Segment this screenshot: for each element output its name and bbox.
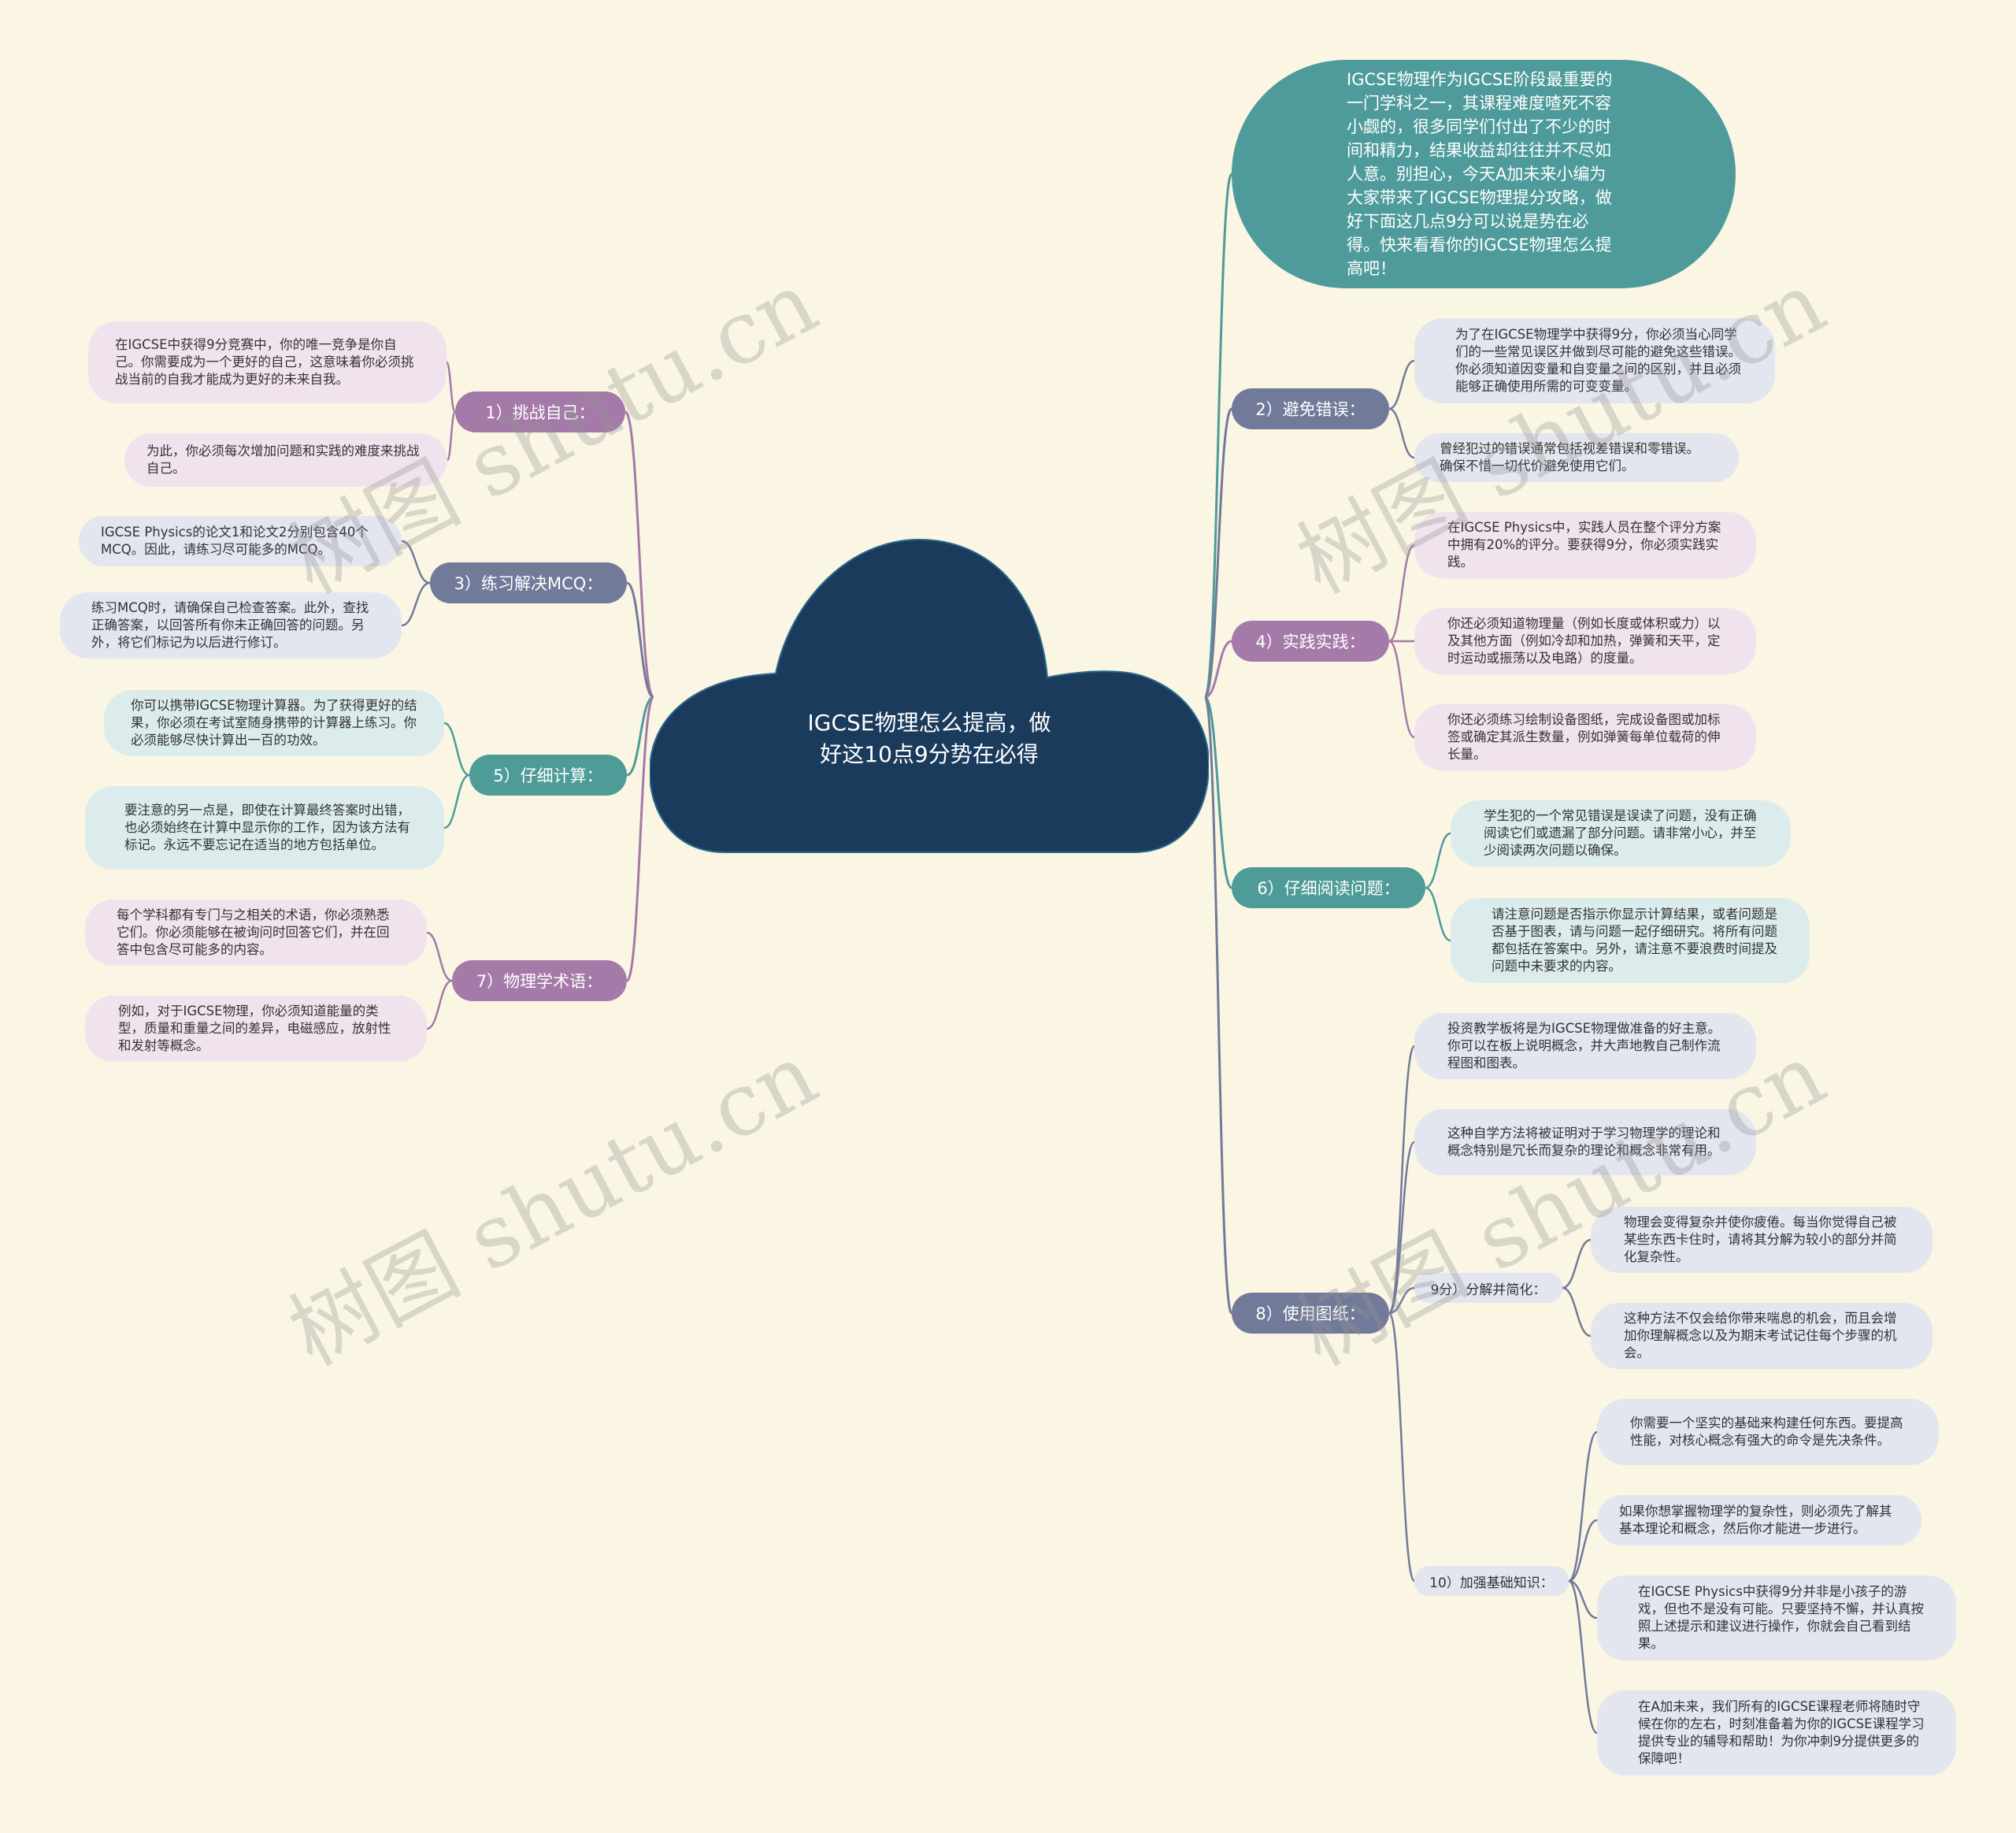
- branch-label: 7）物理学术语：: [476, 972, 603, 991]
- sub-break-down-simplify[interactable]: 9分）分解并简化：: [1414, 1273, 1562, 1303]
- connector-line: [624, 410, 655, 699]
- leaf-basics-2[interactable]: 如果你想掌握物理学的复杂性，则必须先了解其基本理论和概念，然后你才能进一步进行。: [1597, 1495, 1922, 1545]
- connector-line: [426, 979, 453, 1030]
- connector-line: [446, 410, 457, 462]
- connector-line: [1203, 407, 1233, 699]
- leaf-terms-1[interactable]: 每个学科都有专门与之相关的术语，你必须熟悉它们。你必须能够在被询问时回答它们，并…: [85, 900, 427, 966]
- connector-line: [1203, 696, 1233, 889]
- connector-line: [1562, 1238, 1592, 1289]
- connector-line: [1425, 886, 1451, 942]
- connector-line: [1203, 173, 1233, 699]
- sub-strengthen-basics[interactable]: 10）加强基础知识：: [1414, 1566, 1569, 1596]
- connector-line: [426, 931, 453, 982]
- branch-label: 4）实践实践：: [1255, 633, 1366, 651]
- leaf-mcq-2[interactable]: 练习MCQ时，请确保自己检查答案。此外，查找正确答案，以回答所有你未正确回答的问…: [60, 592, 402, 659]
- connector-line: [1388, 407, 1415, 459]
- central-title-line2: 好这10点9分势在必得: [820, 741, 1039, 767]
- connector-line: [1388, 640, 1415, 739]
- branch-label: 6）仔细阅读问题：: [1257, 879, 1400, 898]
- branch-label: 3）练习解决MCQ：: [454, 574, 603, 593]
- leaf-drawings-2[interactable]: 这种自学方法将被证明对于学习物理学的理论和概念特别是冗长而复杂的理论和概念非常有…: [1414, 1109, 1756, 1175]
- connector-line: [626, 696, 654, 777]
- connector-line: [1388, 1312, 1416, 1583]
- branch-label: 8）使用图纸：: [1255, 1304, 1366, 1323]
- connector-line: [625, 696, 655, 982]
- leaf-mistakes-2[interactable]: 曾经犯过的错误通常包括视差错误和零错误。确保不惜一切代价避免使用它们。: [1414, 433, 1739, 482]
- leaf-drawings-1[interactable]: 投资教学板将是为IGCSE物理做准备的好主意。你可以在板上说明概念，并大声地教自…: [1414, 1013, 1756, 1079]
- connector-line: [443, 774, 470, 829]
- leaf-mcq-1[interactable]: IGCSE Physics的论文1和论文2分别包含40个MCQ。因此，请练习尽可…: [79, 516, 402, 566]
- leaf-terms-2[interactable]: 例如，对于IGCSE物理，你必须知道能量的类型，质量和重量之间的差异，电磁感应，…: [85, 996, 427, 1062]
- connector-line: [1204, 640, 1232, 699]
- leaf-read-2[interactable]: 请注意问题是否指示你显示计算结果，或者问题是否基于图表，请与问题一起仔细研究。将…: [1451, 898, 1810, 983]
- leaf-basics-3[interactable]: 在IGCSE Physics中获得9分并非是小孩子的游戏，但也不是没有可能。只要…: [1597, 1575, 1956, 1660]
- connector-line: [401, 540, 431, 584]
- connector-line: [1568, 1430, 1598, 1583]
- branch-practice-mcq[interactable]: 3）练习解决MCQ：: [430, 562, 627, 603]
- connector-line: [1568, 1519, 1598, 1583]
- connector-line: [1425, 832, 1451, 889]
- central-cloud: [650, 538, 1209, 853]
- leaf-basics-1[interactable]: 你需要一个坚实的基础来构建任何东西。要提高性能，对核心概念有强大的命令是先决条件…: [1597, 1399, 1939, 1465]
- leaf-basics-4[interactable]: 在A加未来，我们所有的IGCSE课程老师将随时守候在你的左右，时刻准备着为你的I…: [1597, 1690, 1956, 1775]
- branch-challenge-yourself[interactable]: 1）挑战自己：: [455, 391, 625, 432]
- branch-careful-calculation[interactable]: 5）仔细计算：: [469, 755, 627, 796]
- connector-line: [1388, 1286, 1415, 1315]
- branch-label: 2）避免错误：: [1255, 400, 1366, 419]
- connector-line: [1388, 1141, 1416, 1315]
- connector-line: [1388, 359, 1415, 410]
- branch-read-questions[interactable]: 6）仔细阅读问题：: [1232, 867, 1425, 908]
- branch-use-drawings[interactable]: 8）使用图纸：: [1232, 1293, 1389, 1334]
- connector-line: [626, 581, 654, 699]
- leaf-simplify-1[interactable]: 物理会变得复杂并使你疲倦。每当你觉得自己被某些东西卡住时，请将其分解为较小的部分…: [1591, 1207, 1933, 1273]
- leaf-challenge-1[interactable]: 在IGCSE中获得9分竞赛中，你的唯一竞争是你自己。你需要成为一个更好的自己，这…: [88, 321, 447, 403]
- connector-line: [443, 722, 470, 777]
- central-topic[interactable]: IGCSE物理怎么提高，做 好这10点9分势在必得: [776, 707, 1083, 770]
- branch-physics-terms[interactable]: 7）物理学术语：: [452, 960, 627, 1001]
- connector-line: [401, 581, 431, 627]
- intro-node[interactable]: IGCSE物理作为IGCSE阶段最重要的一门学科之一，其课程难度喳死不容小觑的，…: [1232, 60, 1736, 288]
- leaf-simplify-2[interactable]: 这种方法不仅会给你带来喘息的机会，而且会增加你理解概念以及为期末考试记住每个步骤…: [1591, 1303, 1933, 1369]
- central-title-line1: IGCSE物理怎么提高，做: [807, 710, 1051, 736]
- connector-line: [1562, 1286, 1592, 1338]
- leaf-practice-2[interactable]: 你还必须知道物理量（例如长度或体积或力）以及其他方面（例如冷却和加热，弹簧和天平…: [1414, 608, 1756, 674]
- leaf-read-1[interactable]: 学生犯的一个常见错误是误读了问题，没有正确阅读它们或遗漏了部分问题。请非常小心，…: [1451, 800, 1791, 866]
- branch-avoid-mistakes[interactable]: 2）避免错误：: [1232, 388, 1389, 429]
- leaf-practice-3[interactable]: 你还必须练习绘制设备图纸，完成设备图或加标签或确定其派生数量，例如弹簧每单位载荷…: [1414, 704, 1756, 770]
- leaf-practice-1[interactable]: 在IGCSE Physics中，实践人员在整个评分方案中拥有20%的评分。要获得…: [1414, 512, 1756, 578]
- connector-line: [1568, 1579, 1598, 1735]
- intro-text: IGCSE物理作为IGCSE阶段最重要的一门学科之一，其课程难度喳死不容小觑的，…: [1347, 70, 1613, 278]
- connector-line: [1568, 1579, 1598, 1620]
- branch-practice[interactable]: 4）实践实践：: [1232, 621, 1389, 662]
- connector-line: [1203, 696, 1233, 1315]
- connector-line: [1388, 544, 1415, 643]
- leaf-calc-2[interactable]: 要注意的另一点是，即使在计算最终答案时出错，也必须始终在计算中显示你的工作，因为…: [85, 786, 444, 870]
- leaf-calc-1[interactable]: 你可以携带IGCSE物理计算器。为了获得更好的结果，你必须在考试室随身携带的计算…: [104, 690, 444, 756]
- connector-line: [1388, 1045, 1416, 1315]
- connector-line: [445, 361, 457, 414]
- branch-label: 1）挑战自己：: [485, 403, 595, 422]
- branch-label: 5）仔细计算：: [493, 766, 603, 785]
- leaf-challenge-2[interactable]: 为此，你必须每次增加问题和实践的难度来挑战自己。: [124, 433, 447, 487]
- leaf-mistakes-1[interactable]: 为了在IGCSE物理学中获得9分，你必须当心同学们的一些常见误区并做到尽可能的避…: [1414, 318, 1775, 403]
